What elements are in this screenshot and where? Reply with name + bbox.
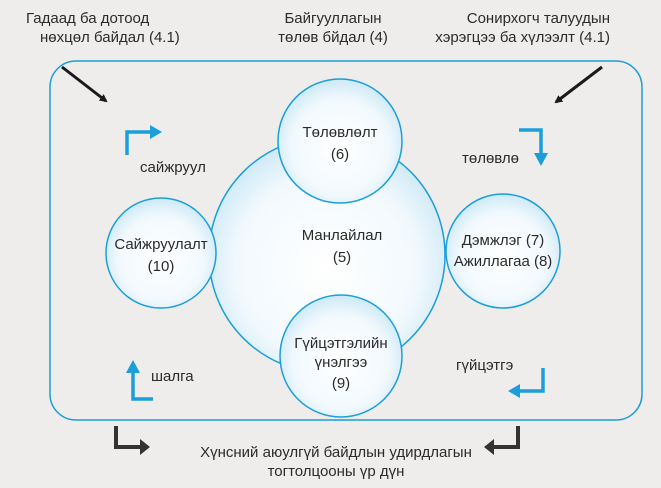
leadership-clause: (5) (333, 249, 351, 266)
input-arrow-left-icon (61, 65, 108, 103)
improvement-clause: (10) (148, 258, 175, 275)
output-arrow-left-icon (114, 426, 150, 455)
improvement-title: Сайжруулалт (114, 236, 207, 253)
evaluation-title-1: Гүйцэтгэлийн (294, 335, 387, 352)
result-label-1: Хүнсний аюулгүй байдлын удирдлагын (200, 444, 472, 461)
output-arrow-right-icon (484, 426, 520, 455)
label-improve: сайжруул (140, 159, 206, 176)
label-check: шалга (151, 368, 194, 385)
do-arrow-icon (508, 368, 545, 398)
plan-arrow-icon (519, 128, 548, 166)
label-stakeholders-2: хэрэгцээ ба хүлээлт (4.1) (435, 29, 610, 46)
label-org-2: төлөв бйдал (4) (278, 29, 388, 46)
circle-performance-evaluation (279, 294, 403, 418)
label-context-1: Гадаад ба дотоод (26, 10, 150, 27)
input-arrow-right-icon (554, 65, 603, 104)
system-boundary (49, 60, 643, 421)
improve-arrow-icon (125, 125, 162, 155)
leadership-title: Манлайлал (302, 227, 383, 244)
result-label-2: тогтолцооны үр дүн (268, 463, 405, 480)
label-org-1: Байгууллагын (284, 10, 381, 27)
label-plan: төлөвлө (462, 150, 519, 167)
circle-support-operation (445, 193, 561, 309)
label-context-2: нөхцөл байдал (4.1) (40, 29, 180, 46)
evaluation-clause: (9) (332, 375, 350, 392)
label-do: гүйцэтгэ (456, 357, 514, 374)
operation-title: Ажиллагаа (8) (454, 253, 553, 270)
label-stakeholders-1: Сонирхогч талуудын (467, 10, 610, 27)
circle-improvement (105, 197, 217, 309)
planning-title: Төлөвлөлт (303, 124, 378, 141)
planning-clause: (6) (331, 146, 349, 163)
support-title: Дэмжлэг (7) (462, 232, 545, 249)
check-arrow-icon (126, 360, 153, 401)
circle-planning (277, 78, 403, 204)
evaluation-title-2: үнэлгээ (315, 354, 368, 371)
